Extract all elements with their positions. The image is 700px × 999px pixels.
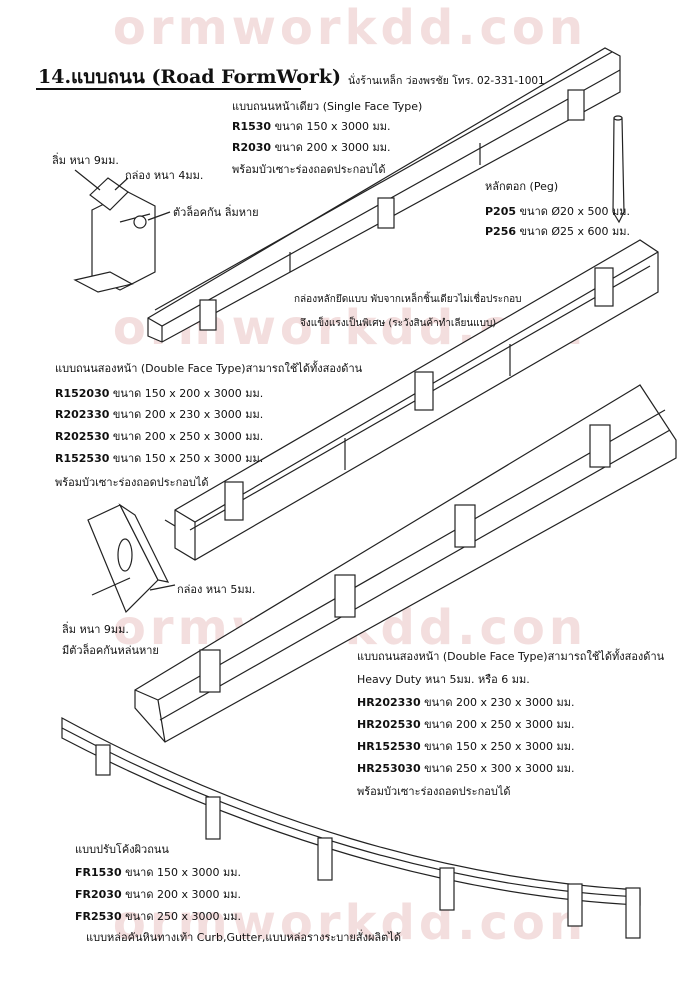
product-code: HR202530 <box>357 718 421 731</box>
double-face-item: R202330 ขนาด 200 x 230 x 3000 มม. <box>55 408 263 422</box>
product-size: ขนาด 200 x 3000 มม. <box>274 141 391 154</box>
heavy-duty-subheading: Heavy Duty หนา 5มม. หรือ 6 มม. <box>357 673 530 686</box>
product-size: ขนาด 250 x 3000 มม. <box>125 910 241 923</box>
double-face-bracket-detail <box>87 503 176 614</box>
detail-lip-label: ลิ่ม หนา 9มม. <box>52 154 119 167</box>
product-code: HR152530 <box>357 740 421 753</box>
product-code: R1530 <box>232 120 272 133</box>
product-code: P205 <box>485 205 517 218</box>
product-code: HR202330 <box>357 696 421 709</box>
curved-note: แบบหล่อคันหินทางเท้า Curb,Gutter,แบบหล่อ… <box>86 931 401 944</box>
bracket-note-line2: จึงแข็งแรงเป็นพิเศษ (ระวังสินค้าทำเลียนแ… <box>300 318 497 329</box>
heavy-duty-form-drawing <box>134 384 677 743</box>
heavy-duty-heading: แบบถนนสองหน้า (Double Face Type)สามารถใช… <box>357 650 665 663</box>
single-face-item: R2030 ขนาด 200 x 3000 มม. <box>232 141 390 155</box>
detail-box-label: กล่อง หนา 4มม. <box>125 169 204 182</box>
product-size: ขนาด 200 x 230 x 3000 มม. <box>112 408 264 421</box>
heavy-duty-item: HR202330 ขนาด 200 x 230 x 3000 มม. <box>357 696 574 710</box>
product-size: ขนาด 250 x 300 x 3000 มม. <box>424 762 575 775</box>
product-size: ขนาด 150 x 200 x 3000 มม. <box>112 387 264 400</box>
heavy-duty-item: HR152530 ขนาด 150 x 250 x 3000 มม. <box>357 740 574 754</box>
single-face-heading: แบบถนนหน้าเดียว (Single Face Type) <box>232 100 423 113</box>
product-size: ขนาด 200 x 3000 มม. <box>125 888 241 901</box>
detail-lock-label: ตัวล็อคกัน ลิ่มหาย <box>173 206 259 219</box>
double-face-item: R202530 ขนาด 200 x 250 x 3000 มม. <box>55 430 263 444</box>
page-title: 14.แบบถนน (Road FormWork) <box>38 66 342 88</box>
double-face-heading: แบบถนนสองหน้า (Double Face Type)สามารถใช… <box>55 362 363 375</box>
product-size: ขนาด 200 x 250 x 3000 มม. <box>112 430 264 443</box>
double-detail-lip-label: ลิ่ม หนา 9มม. <box>62 623 129 636</box>
heavy-duty-item: HR202530 ขนาด 200 x 250 x 3000 มม. <box>357 718 574 732</box>
double-face-item: R152030 ขนาด 150 x 200 x 3000 มม. <box>55 387 263 401</box>
single-face-bracket-detail <box>73 169 171 293</box>
peg-item: P256 ขนาด Ø25 x 600 มม. <box>485 225 630 239</box>
product-size: ขนาด 150 x 250 x 3000 มม. <box>424 740 575 753</box>
curved-item: FR1530 ขนาด 150 x 3000 มม. <box>75 866 241 880</box>
double-face-note: พร้อมบัวเซาะร่องถอดประกอบได้ <box>55 476 209 489</box>
curved-heading: แบบปรับโค้งผิวถนน <box>75 843 169 856</box>
product-size: ขนาด 150 x 3000 มม. <box>274 120 391 133</box>
title-underline <box>36 88 301 90</box>
curved-item: FR2030 ขนาด 200 x 3000 มม. <box>75 888 241 902</box>
product-size: ขนาด 150 x 3000 มม. <box>125 866 241 879</box>
product-code: FR2530 <box>75 910 122 923</box>
product-code: R202330 <box>55 408 110 421</box>
peg-heading: หลักตอก (Peg) <box>485 180 559 193</box>
product-code: P256 <box>485 225 517 238</box>
product-code: FR1530 <box>75 866 122 879</box>
peg-drawing <box>612 115 625 224</box>
heavy-duty-note: พร้อมบัวเซาะร่องถอดประกอบได้ <box>357 785 511 798</box>
curved-item: FR2530 ขนาด 250 x 3000 มม. <box>75 910 241 924</box>
product-size: ขนาด 150 x 250 x 3000 มม. <box>112 452 264 465</box>
double-face-item: R152530 ขนาด 150 x 250 x 3000 มม. <box>55 452 263 466</box>
product-size: ขนาด Ø25 x 600 มม. <box>519 225 631 238</box>
product-size: ขนาด Ø20 x 500 มม. <box>519 205 631 218</box>
peg-item: P205 ขนาด Ø20 x 500 มม. <box>485 205 630 219</box>
product-size: ขนาด 200 x 250 x 3000 มม. <box>424 718 575 731</box>
double-face-form-drawing <box>174 239 659 561</box>
double-detail-box-label: กล่อง หนา 5มม. <box>177 583 256 596</box>
single-face-note: พร้อมบัวเซาะร่องถอดประกอบได้ <box>232 163 386 176</box>
product-code: HR253030 <box>357 762 421 775</box>
product-size: ขนาด 200 x 230 x 3000 มม. <box>424 696 575 709</box>
double-detail-lock-label: มีตัวล็อคกันหล่นหาย <box>62 644 159 657</box>
product-code: FR2030 <box>75 888 122 901</box>
company-contact: นั่งร้านเหล็ก ว่องพรชัย โทร. 02-331-1001 <box>348 75 545 87</box>
bracket-note-line1: กล่องหลักยึดแบบ พับจากเหล็กชิ้นเดียวไม่เ… <box>294 294 522 305</box>
product-code: R152530 <box>55 452 110 465</box>
curved-form-drawing <box>61 716 641 939</box>
single-face-form-drawing <box>147 47 621 343</box>
single-face-item: R1530 ขนาด 150 x 3000 มม. <box>232 120 390 134</box>
product-code: R152030 <box>55 387 110 400</box>
product-code: R2030 <box>232 141 272 154</box>
product-code: R202530 <box>55 430 110 443</box>
heavy-duty-item: HR253030 ขนาด 250 x 300 x 3000 มม. <box>357 762 574 776</box>
